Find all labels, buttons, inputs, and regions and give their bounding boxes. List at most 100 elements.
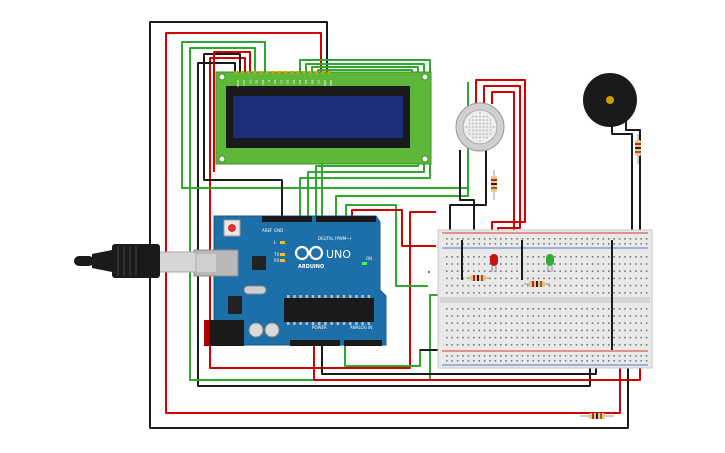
capacitor-1 [248, 322, 264, 338]
resistor-led-green [524, 281, 550, 287]
lcd-pin-label: D3 [292, 80, 296, 84]
lcd-pin-label: D6 [310, 80, 314, 84]
arduino-board: DIGITAL (PWM~) AREF GND ARDUINO UNO L TX… [193, 215, 387, 346]
wire-red-led [351, 209, 436, 247]
lcd-pin-label: RS [255, 80, 259, 84]
lcd-pin [240, 71, 244, 74]
power-jack [206, 320, 244, 346]
usb-connector-inner [196, 254, 216, 272]
piezo-buzzer [583, 73, 637, 127]
breadboard-channel [440, 297, 650, 303]
wire-green-sensor [335, 150, 469, 218]
regulator [228, 296, 242, 314]
lcd-pin-label: LED [323, 80, 327, 87]
lcd-pin-label: D2 [286, 80, 290, 84]
usb-plug-ridges [117, 246, 137, 276]
tx-label: TX [273, 252, 279, 257]
digital-label: DIGITAL (PWM~) [318, 236, 352, 241]
breadboard [437, 229, 653, 369]
lcd-pin [327, 71, 331, 74]
lcd-pin-label: VCC [242, 80, 246, 86]
lcd-pin-label: D1 [279, 80, 283, 84]
resistor-led-red [466, 275, 490, 281]
usb-cable-boot [92, 250, 112, 272]
brand-label: ARDUINO [298, 264, 324, 270]
lcd-pin-label: D5 [304, 80, 308, 84]
crystal [243, 285, 267, 295]
lcd-mount-holes [218, 73, 429, 163]
wire-green-led [345, 204, 428, 287]
buzzer-hole [606, 96, 614, 104]
wire-red-lcd-d [213, 51, 251, 172]
usb-cable [74, 244, 197, 278]
l-led [280, 241, 285, 244]
lcd-pin [271, 71, 275, 74]
lcd-pin [284, 71, 288, 74]
lcd-pin [296, 71, 300, 74]
wire-black-sensor [449, 150, 487, 248]
lcd-pin-label: D7 [317, 80, 321, 84]
lcd-pin-label: E [267, 80, 271, 82]
lcd-pin [315, 71, 319, 74]
analog-header [344, 340, 382, 346]
rx-led [280, 259, 285, 262]
gnd-label: GND [274, 228, 283, 233]
rx-label: RX [274, 258, 280, 263]
bb-jumpers [461, 240, 613, 350]
lcd-pin [265, 71, 269, 74]
atmega-pins [287, 295, 371, 325]
tx-led [280, 253, 285, 256]
resistor-bottom [580, 413, 614, 419]
atmega-chip [284, 298, 374, 322]
resistors [466, 134, 641, 419]
aref-label: AREF [262, 228, 273, 233]
wire-black-lcd-c [203, 53, 283, 218]
lcd-pin [277, 71, 281, 74]
power-header [290, 340, 340, 346]
lcd-screen [233, 96, 403, 138]
lcd-pin-label: RW [261, 80, 265, 85]
digital-header-2 [316, 216, 376, 222]
wire-red-left [209, 57, 436, 369]
digital-header-1 [262, 216, 312, 222]
power-label: POWER [312, 325, 327, 330]
lcd-pin [253, 71, 257, 74]
lcd-pin-label: LED [329, 80, 333, 87]
green-led [546, 254, 554, 272]
lcd-pin [234, 71, 238, 74]
red-led [490, 254, 498, 272]
resistor-sensor [491, 170, 497, 200]
l-label: L [274, 240, 277, 245]
lcd-pin-label: D0 [273, 80, 277, 84]
lcd-pin [290, 71, 294, 74]
wire-green-lcd-b [189, 47, 600, 381]
capacitor-2 [264, 322, 280, 338]
power-jack-red [204, 320, 210, 346]
lcd-pin [321, 71, 325, 74]
lcd-pin [308, 71, 312, 74]
lcd-pin-label: V0 [248, 80, 252, 84]
on-led [362, 262, 367, 265]
wire-black-buzzer [625, 118, 641, 240]
usb-chip [252, 256, 266, 270]
usb-plug-metal [157, 251, 197, 273]
resistor-buzzer [635, 134, 641, 164]
arduino-logo [294, 245, 324, 261]
lcd-pin-label: GND [236, 80, 240, 88]
lcd-pin-label: D4 [298, 80, 302, 84]
analog-label: ANALOG IN [350, 325, 372, 330]
sensor-mesh-dots [465, 112, 495, 142]
wire-black-sensor-2 [459, 150, 475, 245]
on-label: ON [366, 256, 372, 261]
model-label: UNO [326, 248, 351, 261]
wire-red-sensor-1 [475, 79, 526, 245]
reset-button-cap[interactable] [228, 224, 236, 232]
wire-green-a0 [344, 345, 448, 367]
lcd-pin [302, 71, 306, 74]
lcd-pin [246, 71, 250, 74]
lcd-pin [259, 71, 263, 74]
gas-sensor [455, 102, 505, 152]
